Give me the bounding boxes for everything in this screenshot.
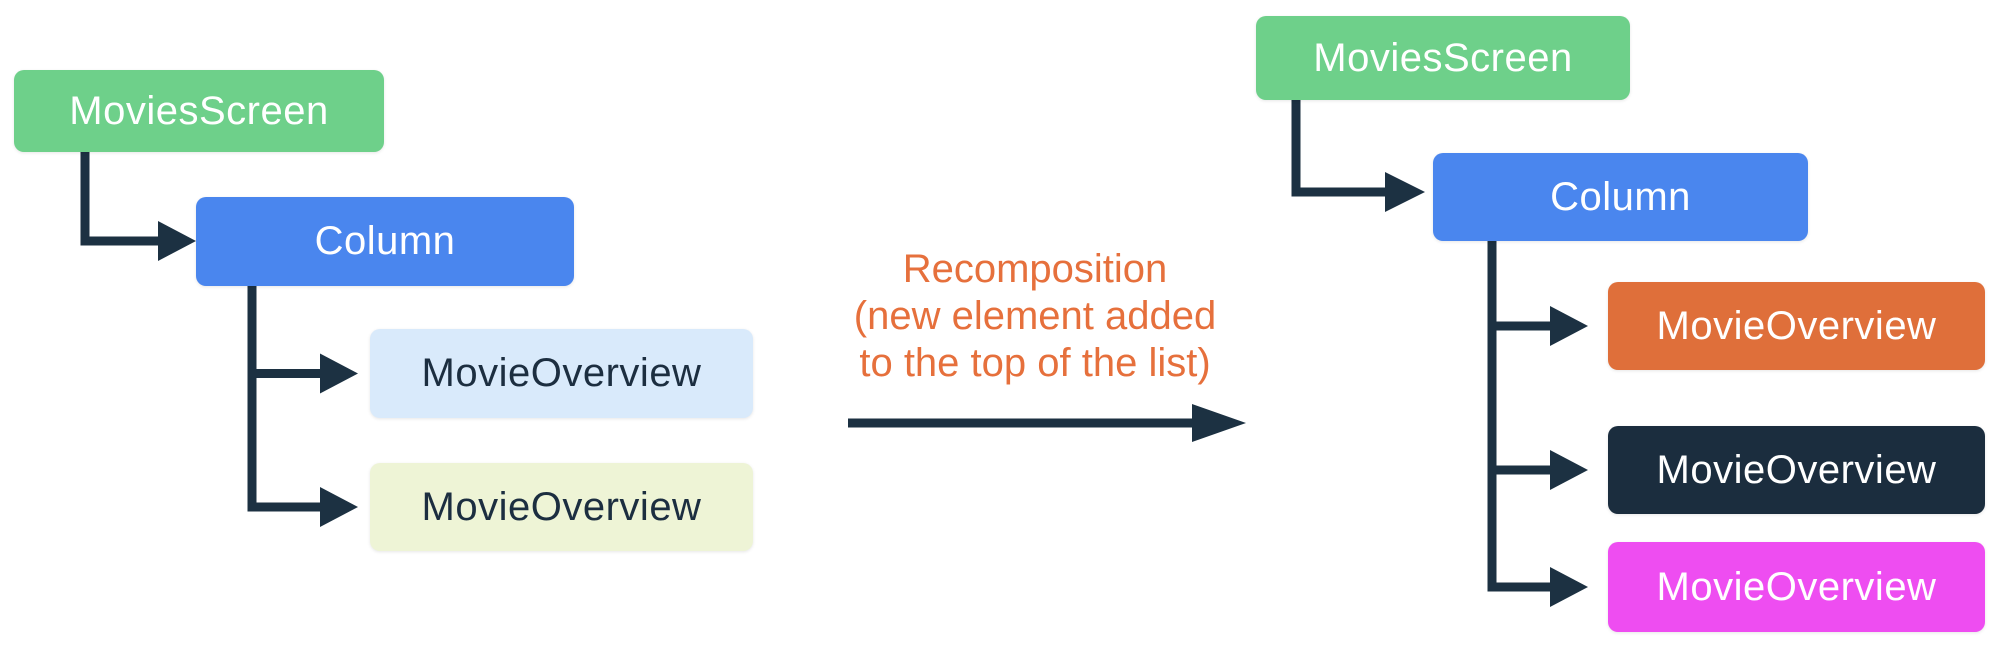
right-elbow-moviesscreen-to-column	[1291, 100, 1385, 197]
left-node-moviesscreen: MoviesScreen	[14, 70, 384, 152]
right-node-column: Column	[1433, 153, 1808, 241]
recomposition-annotation: Recomposition (new element added to the …	[775, 246, 1295, 387]
right-arrowhead-to-movieoverview-2	[1550, 450, 1588, 490]
left-arrowhead-to-movieoverview-2	[320, 487, 358, 527]
recomposition-annotation-line-2: (new element added	[853, 294, 1217, 338]
left-arrowhead-to-column	[158, 221, 196, 261]
left-node-movieoverview-1: MovieOverview	[370, 329, 753, 418]
right-node-movieoverview-2: MovieOverview	[1608, 426, 1985, 514]
right-arrowhead-to-movieoverview-3	[1550, 567, 1588, 607]
left-elbow-column-to-children	[247, 286, 320, 512]
right-arrowhead-to-movieoverview-1	[1550, 306, 1588, 346]
recomposition-annotation-line-1: Recomposition	[902, 247, 1168, 291]
left-node-movieoverview-2: MovieOverview	[370, 463, 753, 551]
recomposition-arrowhead	[1192, 404, 1246, 442]
right-node-movieoverview-3: MovieOverview	[1608, 542, 1985, 632]
recomposition-annotation-line-3: to the top of the list)	[859, 341, 1211, 385]
left-arrowhead-to-movieoverview-1	[320, 353, 358, 394]
right-node-moviesscreen: MoviesScreen	[1256, 16, 1630, 100]
left-node-column: Column	[196, 197, 574, 286]
right-arrowhead-to-column	[1385, 172, 1425, 212]
right-elbow-column-to-children	[1487, 241, 1550, 592]
right-node-movieoverview-1: MovieOverview	[1608, 282, 1985, 370]
left-elbow-moviesscreen-to-column	[80, 152, 158, 246]
